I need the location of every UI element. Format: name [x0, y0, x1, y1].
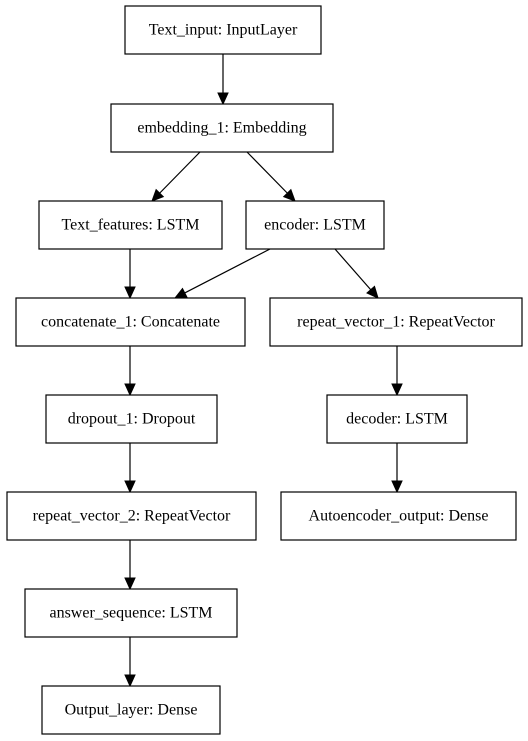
nodes-layer: Text_input: InputLayer embedding_1: Embed…: [6, 5, 523, 735]
node-label: Autoencoder_output: Dense: [309, 508, 489, 525]
node-text-input: Text_input: InputLayer: [124, 5, 322, 55]
arrowhead-icon: [173, 287, 188, 299]
edges-layer: [124, 54, 403, 688]
arrowhead-icon: [217, 92, 229, 106]
edge-line: [184, 248, 271, 294]
node-label: decoder: LSTM: [346, 411, 448, 428]
node-repeat-vector-1: repeat_vector_1: RepeatVector: [269, 297, 523, 347]
node-box: [326, 394, 468, 444]
node-label: Output_layer: Dense: [65, 702, 198, 719]
node-label: dropout_1: Dropout: [68, 411, 196, 428]
edge-decoder-to-autoencoder_output: [391, 443, 403, 494]
node-label: repeat_vector_1: RepeatVector: [297, 314, 495, 331]
arrowhead-icon: [124, 674, 136, 688]
edge-encoder-to-concatenate_1: [173, 248, 271, 299]
edge-concatenate_1-to-dropout_1: [124, 346, 136, 397]
arrowhead-icon: [391, 383, 403, 397]
arrowhead-icon: [124, 480, 136, 494]
node-label: embedding_1: Embedding: [137, 120, 306, 137]
arrowhead-icon: [124, 577, 136, 591]
arrowhead-icon: [151, 188, 165, 202]
node-box: [38, 200, 223, 250]
arrowhead-icon: [124, 383, 136, 397]
node-label: repeat_vector_2: RepeatVector: [33, 508, 231, 525]
edge-answer_sequence-to-output_layer: [124, 637, 136, 688]
node-box: [245, 200, 385, 250]
node-label: answer_sequence: LSTM: [49, 605, 212, 622]
node-output-layer: Output_layer: Dense: [41, 685, 221, 735]
node-box: [41, 685, 221, 735]
node-box: [280, 491, 517, 541]
edge-dropout_1-to-repeat_vector_2: [124, 443, 136, 494]
node-label: Text_input: InputLayer: [149, 22, 298, 39]
node-box: [24, 588, 238, 638]
edge-text_input-to-embedding_1: [217, 54, 229, 106]
node-decoder: decoder: LSTM: [326, 394, 468, 444]
node-text-features: Text_features: LSTM: [38, 200, 223, 250]
node-box: [269, 297, 523, 347]
edge-repeat_vector_2-to-answer_sequence: [124, 540, 136, 591]
node-autoencoder-output: Autoencoder_output: Dense: [280, 491, 517, 541]
node-encoder: encoder: LSTM: [245, 200, 385, 250]
node-answer-sequence: answer_sequence: LSTM: [24, 588, 238, 638]
edge-embedding_1-to-encoder: [246, 151, 296, 202]
edge-text_features-to-concatenate_1: [124, 249, 136, 300]
edge-line: [246, 151, 288, 194]
node-repeat-vector-2: repeat_vector_2: RepeatVector: [6, 491, 257, 541]
node-box: [110, 103, 334, 153]
edge-encoder-to-repeat_vector_1: [334, 248, 379, 299]
arrowhead-icon: [366, 285, 379, 299]
node-box: [124, 5, 322, 55]
arrowhead-icon: [124, 286, 136, 300]
edge-repeat_vector_1-to-decoder: [391, 346, 403, 397]
edge-line: [159, 151, 201, 194]
node-label: concatenate_1: Concatenate: [41, 314, 220, 331]
node-label: encoder: LSTM: [264, 217, 366, 234]
node-dropout-1: dropout_1: Dropout: [45, 394, 218, 444]
node-box: [6, 491, 257, 541]
node-box: [45, 394, 218, 444]
arrowhead-icon: [282, 188, 296, 202]
arrowhead-icon: [391, 480, 403, 494]
node-embedding-1: embedding_1: Embedding: [110, 103, 334, 153]
node-concatenate-1: concatenate_1: Concatenate: [15, 297, 246, 347]
edge-embedding_1-to-text_features: [151, 151, 201, 202]
node-box: [15, 297, 246, 347]
node-label: Text_features: LSTM: [62, 217, 200, 234]
edge-line: [334, 248, 372, 291]
